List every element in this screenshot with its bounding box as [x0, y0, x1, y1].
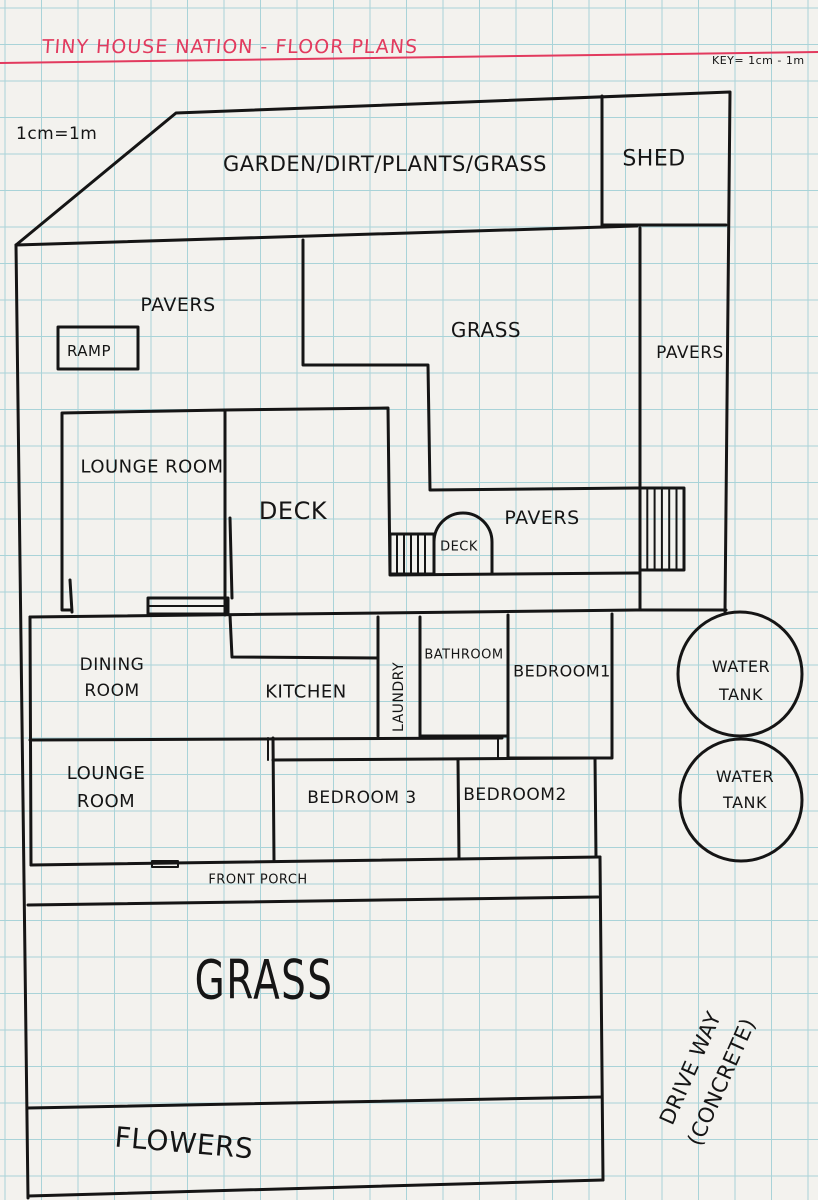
- deck-rail: [228, 516, 234, 600]
- bedroom3-left-wall: [271, 736, 276, 862]
- bathroom-label: BATHROOM: [424, 647, 504, 663]
- water-tank-1-label: WATER TANK: [711, 657, 771, 704]
- deck-small-label: DECK: [440, 539, 478, 555]
- pavers-grass-divide: [301, 238, 642, 492]
- lounge-room-1-label: LOUNGE ROOM: [80, 456, 224, 478]
- bedroom3-2-wall: [456, 758, 461, 860]
- boundary-back: [14, 90, 732, 614]
- water-tank-2-circle: [678, 737, 804, 863]
- porch-front-edge: [26, 895, 600, 907]
- water-tank-2-label: WATER TANK: [715, 767, 775, 812]
- grass-back-label: GRASS: [450, 318, 522, 342]
- red-margin-line: [0, 51, 818, 64]
- stair-treads: [396, 488, 678, 574]
- bedroom-1-label: BEDROOM1: [513, 661, 611, 681]
- flowers-edge: [26, 1095, 604, 1110]
- bedroom-2-label: BEDROOM2: [463, 785, 567, 805]
- flowers-front-edge: [26, 1178, 605, 1198]
- pavers-side-label: PAVERS: [656, 343, 724, 363]
- garden-label: GARDEN/DIRT/PLANTS/GRASS: [223, 152, 547, 176]
- lounge-room-walls: [60, 408, 227, 617]
- shed-label: SHED: [622, 146, 686, 172]
- lounge-door: [68, 578, 74, 614]
- grass-front-label: GRASS: [194, 948, 334, 1012]
- front-porch-label: FRONT PORCH: [208, 872, 308, 888]
- lounge-room-2-label: LOUNGE ROOM: [66, 763, 146, 812]
- house-back-wall: [28, 608, 642, 619]
- deck-label: DECK: [258, 497, 328, 525]
- laundry-label: LAUNDRY: [391, 661, 407, 733]
- boundary-left: [14, 243, 30, 1200]
- garden-front-edge: [14, 224, 639, 247]
- water-tank-1-circle: [676, 610, 804, 738]
- plan-title: TINY HOUSE NATION - FLOOR PLANS: [41, 36, 419, 58]
- house-front-wall: [29, 855, 602, 867]
- small-deck-arc: [432, 511, 494, 576]
- pavers-top-label: PAVERS: [140, 294, 216, 316]
- kitchen-back-wall: [228, 613, 380, 660]
- bedroom-3-label: BEDROOM 3: [307, 788, 417, 808]
- bedroom2-right-wall: [593, 756, 598, 859]
- ramp-outline: [56, 325, 140, 371]
- ramp-label: RAMP: [66, 342, 112, 360]
- bedrooms-back-wall: [271, 756, 597, 762]
- deck-walls: [223, 406, 642, 577]
- dining-lounge-divide: [28, 736, 504, 742]
- dining-room-label: DINING ROOM: [79, 655, 145, 701]
- front-step: [151, 860, 179, 868]
- pavers-mid-label: PAVERS: [504, 507, 580, 529]
- front-yard-right-edge: [598, 855, 605, 1182]
- scale-note: 1cm=1m: [16, 124, 98, 144]
- plan-walls: [14, 90, 804, 1200]
- scale-key: KEY= 1cm - 1m: [712, 54, 805, 67]
- kitchen-label: KITCHEN: [265, 681, 347, 703]
